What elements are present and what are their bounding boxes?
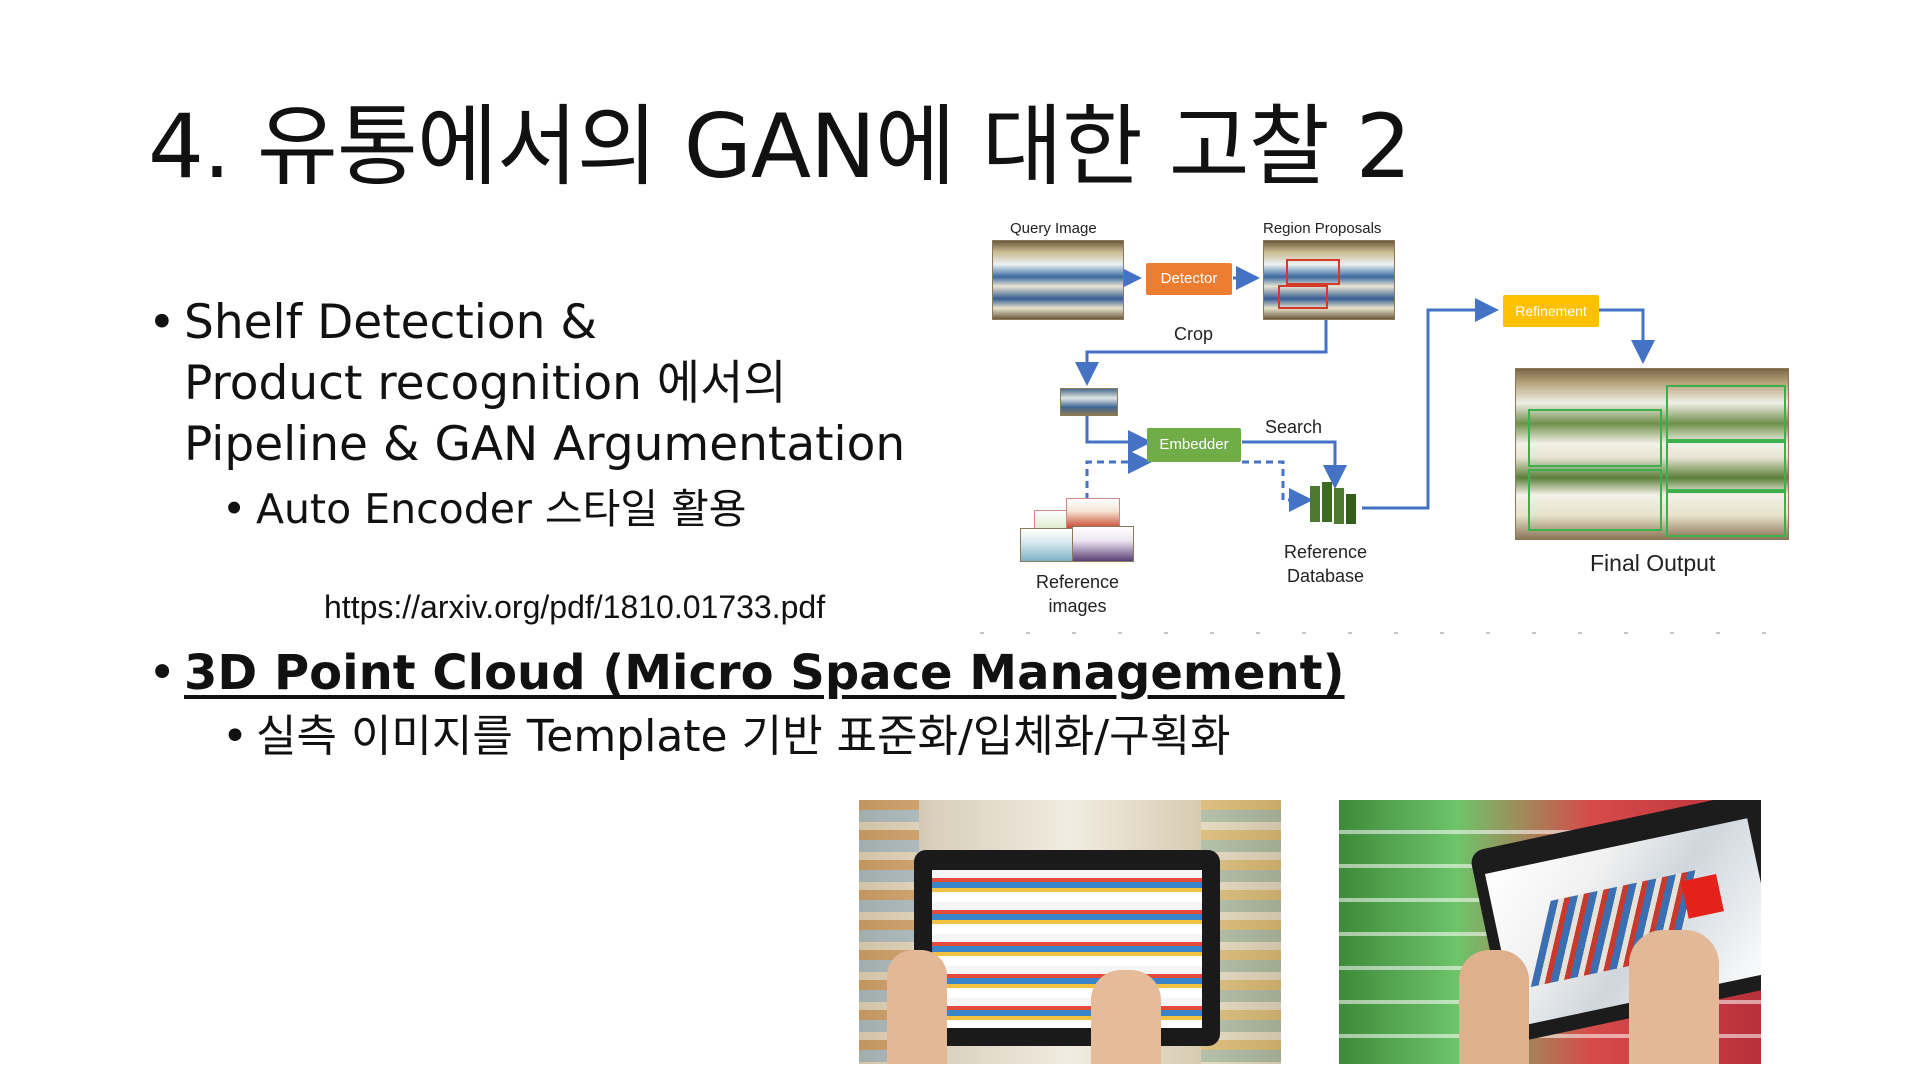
bullet-shelf-detection: • Shelf Detection & Product recognition … xyxy=(148,292,928,475)
final-output-label: Final Output xyxy=(1590,550,1716,576)
bullet-dot: • xyxy=(222,711,248,762)
bullet-list-2: • 3D Point Cloud (Micro Space Management… xyxy=(148,640,1548,768)
crop-label: Crop xyxy=(1174,324,1214,344)
query-image-thumbnail xyxy=(992,240,1124,320)
region-proposals-thumbnail xyxy=(1263,240,1395,320)
cropped-product-thumbnail xyxy=(1060,388,1118,416)
sub-bullet-template-text: 실측 이미지를 Template 기반 표준화/입체화/구획화 xyxy=(256,711,1231,762)
slide-title: 4. 유통에서의 GAN에 대한 고찰 2 xyxy=(148,95,1412,198)
query-image-label: Query Image xyxy=(1010,220,1097,237)
bullet-line-3: Pipeline & GAN Argumentation xyxy=(184,417,906,472)
sub-bullet-auto-encoder: • Auto Encoder 스타일 활용 xyxy=(222,479,928,539)
reference-url[interactable]: https://arxiv.org/pdf/1810.01733.pdf xyxy=(324,589,826,625)
reference-database-label: Reference Database xyxy=(1284,542,1368,586)
bullet-dot: • xyxy=(148,295,176,350)
bullet-point-cloud-text: 3D Point Cloud (Micro Space Management) xyxy=(184,645,1345,701)
detector-box: Detector xyxy=(1146,263,1232,295)
sub-bullet-template: • 실측 이미지를 Template 기반 표준화/입체화/구획화 xyxy=(222,706,1548,768)
bullet-point-cloud: • 3D Point Cloud (Micro Space Management… xyxy=(148,640,1548,706)
pipeline-diagram: Query Image Region Proposals Detector Cr… xyxy=(980,210,1800,640)
final-output-image xyxy=(1515,368,1789,540)
tablet-3d-shelf-photo xyxy=(1339,800,1761,1064)
pipeline-arrows xyxy=(1075,266,1655,512)
bullet-line-2: Product recognition 에서의 xyxy=(184,356,787,411)
bullet-line-1: Shelf Detection & xyxy=(184,295,597,350)
figure-cut-edge xyxy=(980,632,1800,634)
search-label: Search xyxy=(1265,417,1323,437)
bullet-dot: • xyxy=(148,645,177,701)
tablet-shelf-photo xyxy=(859,800,1281,1064)
bullet-list-1: • Shelf Detection & Product recognition … xyxy=(148,292,928,539)
bullet-dot: • xyxy=(222,485,247,533)
reference-images-label: Reference images xyxy=(1036,572,1120,616)
refinement-box: Refinement xyxy=(1503,295,1599,327)
embedder-box: Embedder xyxy=(1147,428,1241,462)
region-proposals-label: Region Proposals xyxy=(1263,220,1382,237)
sub-bullet-text: Auto Encoder 스타일 활용 xyxy=(256,485,747,533)
